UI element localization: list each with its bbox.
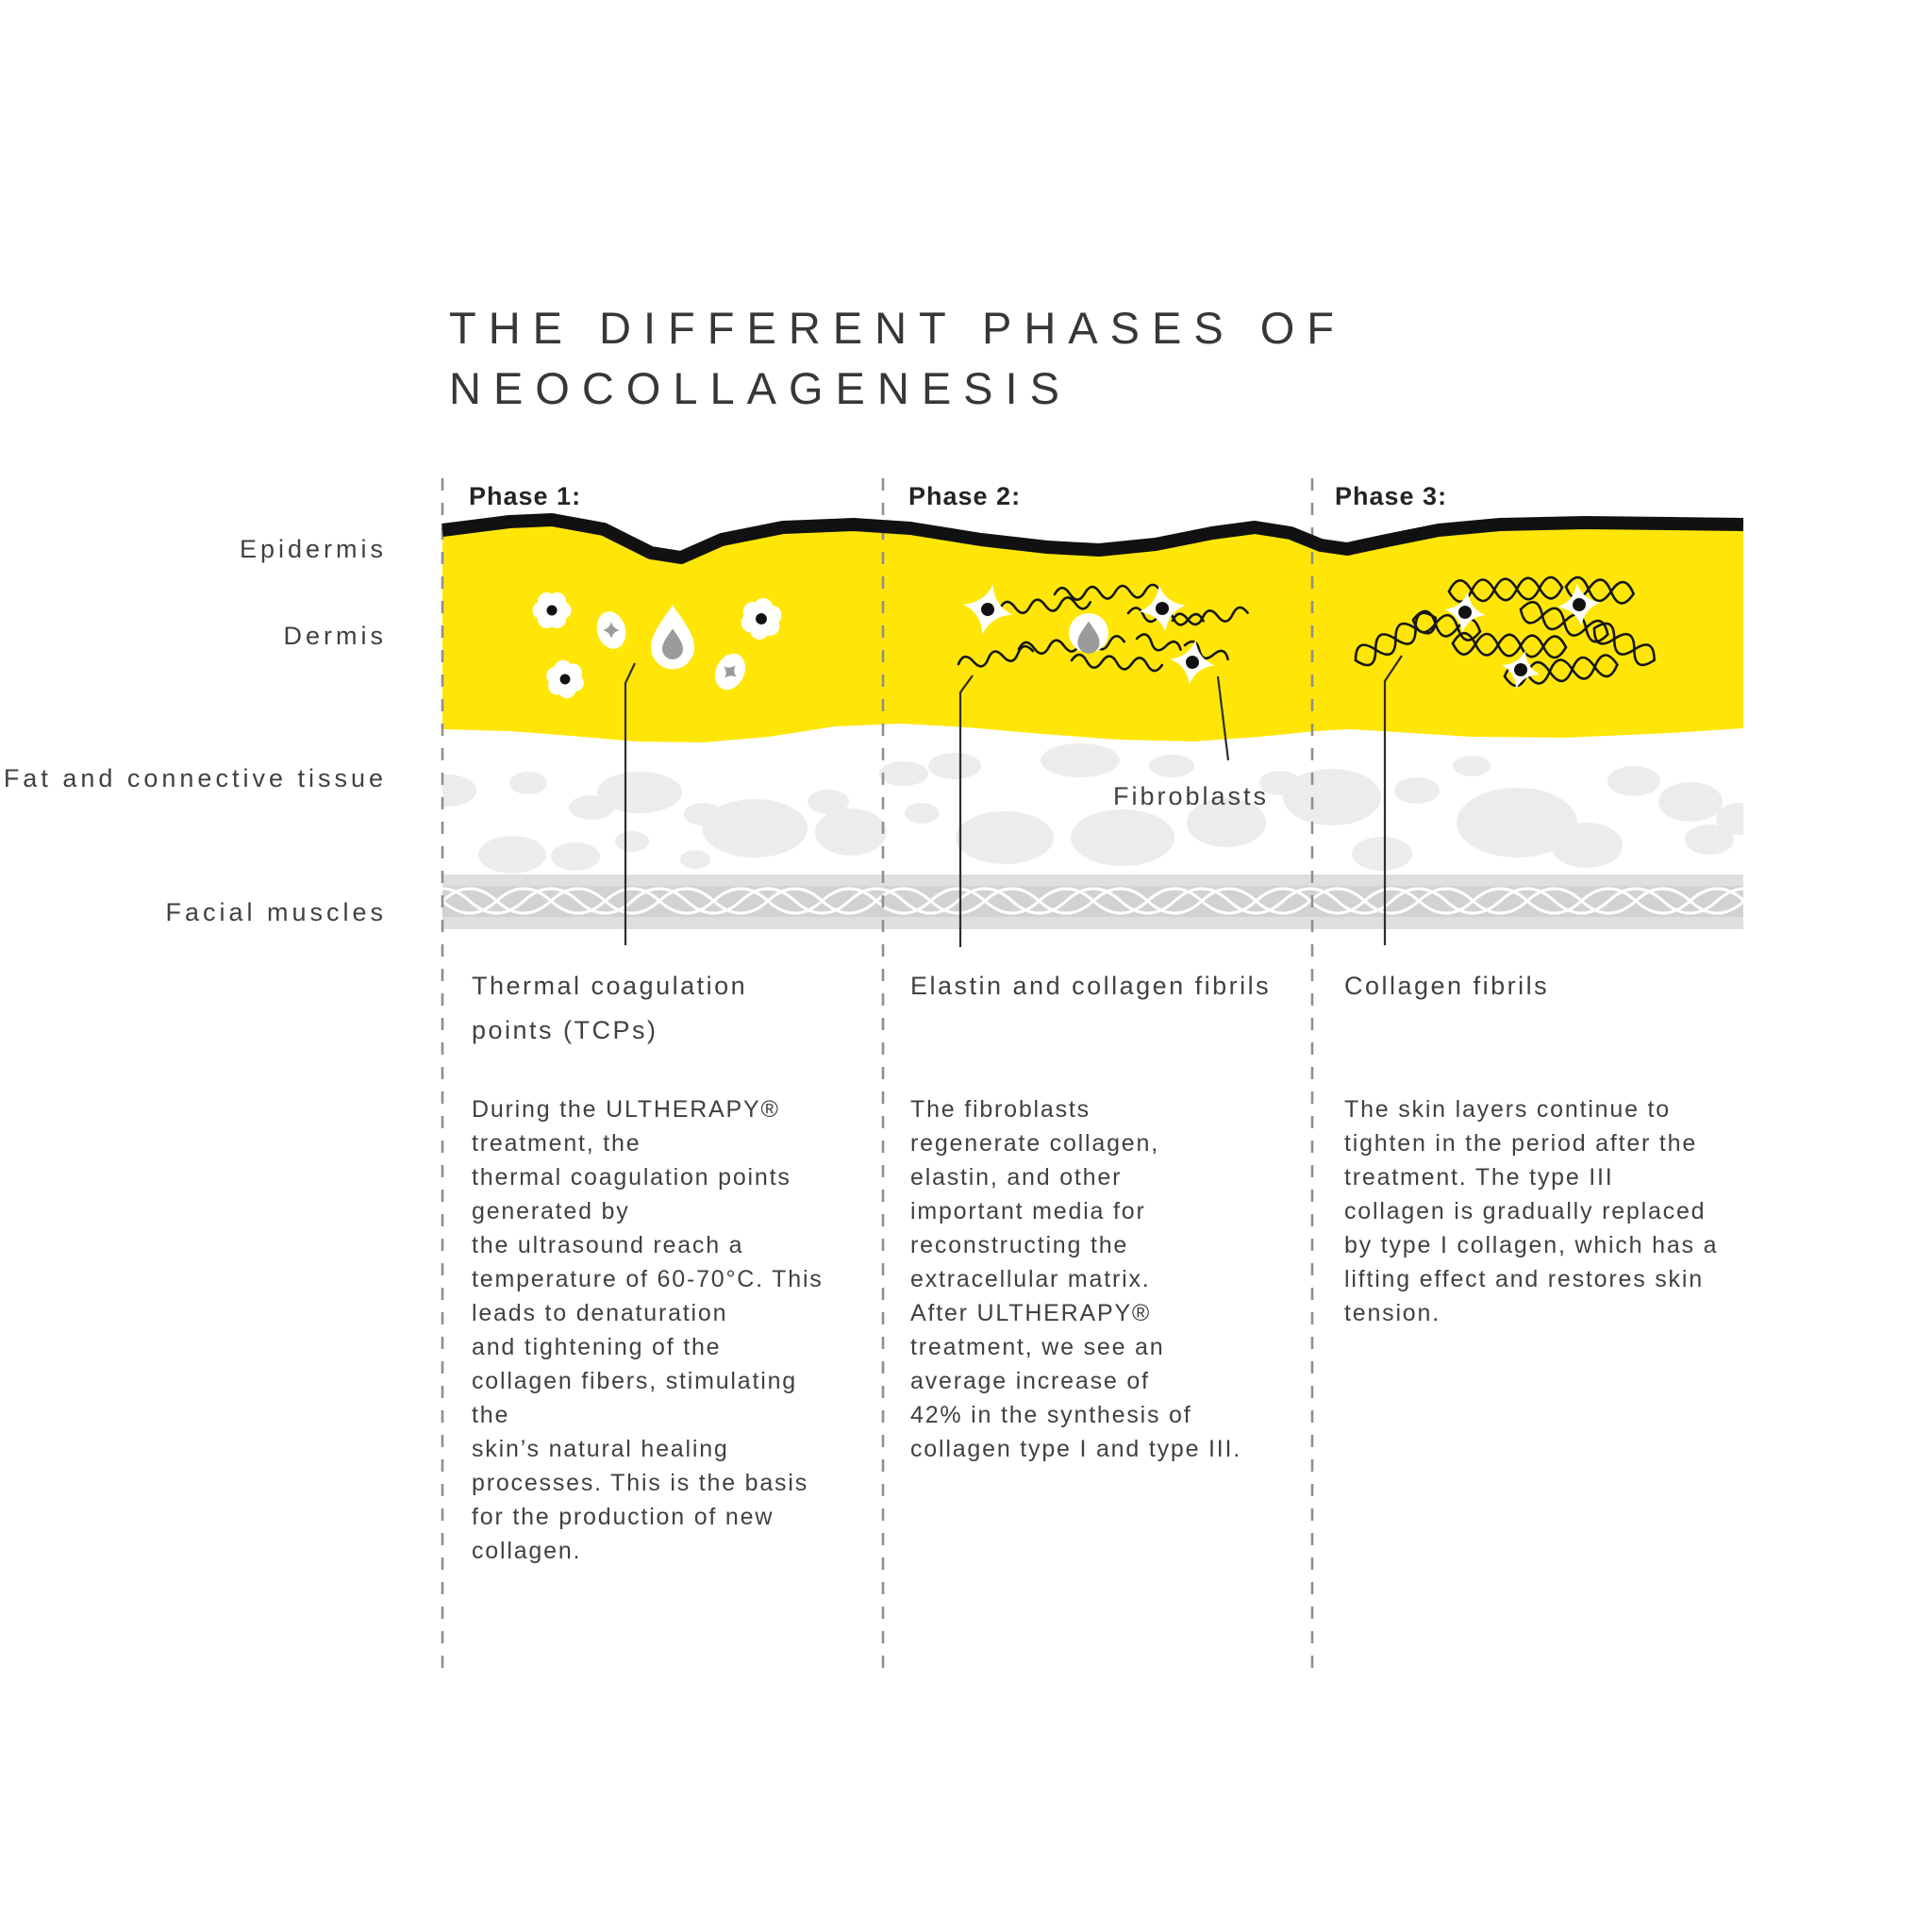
- phase-2-description: The fibroblasts regenerate collagen, ela…: [910, 1096, 1242, 1462]
- phase-2-structure-label: Elastin and collagen fibrils: [910, 972, 1272, 1000]
- phase-3-description: The skin layers continue to tighten in t…: [1344, 1096, 1719, 1326]
- layer-label-fat-connective-tissue: Fat and connective tissue: [3, 764, 387, 792]
- facial-muscle-layer: [442, 874, 1743, 929]
- phase-3-label: Phase 3:: [1335, 482, 1448, 510]
- layer-label-dermis: Dermis: [283, 622, 387, 650]
- tcp-flower-icon: [741, 598, 782, 640]
- tcp-oval-star-icon: [714, 653, 746, 691]
- page-title-line1: THE DIFFERENT PHASES OF: [449, 303, 1346, 353]
- fat-layer-blobs: [442, 743, 1743, 874]
- thermal-drop-icon: [1069, 613, 1108, 654]
- tcp-oval-star-icon: [596, 611, 626, 649]
- phase-1-label: Phase 1:: [469, 482, 582, 510]
- elastin-squiggle-icon: [957, 583, 1249, 673]
- phase-2-label: Phase 2:: [908, 482, 1022, 510]
- fibroblast-star-icon: [1139, 585, 1186, 632]
- thermal-drop-icon: [651, 605, 694, 670]
- phase-3-structure-label: Collagen fibrils: [1344, 972, 1550, 1000]
- fibroblast-star-icon: [1501, 650, 1541, 690]
- fibroblast-star-icon: [1444, 591, 1486, 633]
- fibroblast-star-icon: [1557, 583, 1601, 626]
- callout-lines: [624, 655, 1403, 947]
- phase-1-structure-label: Thermal coagulation points (TCPs): [472, 972, 748, 1044]
- phase-1-description: During the ULTHERAPY® treatment, the the…: [472, 1096, 824, 1564]
- fibroblasts-annotation: Fibroblasts: [1113, 782, 1270, 810]
- fibroblast-star-icon: [1170, 640, 1215, 685]
- phase-divider-dashed-lines: [441, 478, 1314, 1668]
- tcp-flower-icon: [532, 592, 572, 628]
- tcp-flower-icon: [546, 659, 584, 699]
- page-title-line2: NEOCOLLAGENESIS: [449, 363, 1072, 413]
- layer-label-facial-muscles: Facial muscles: [165, 898, 387, 926]
- fibroblast-star-icon: [962, 584, 1013, 635]
- layer-label-epidermis: Epidermis: [239, 535, 387, 563]
- epidermis-layer-line: [441, 513, 1744, 564]
